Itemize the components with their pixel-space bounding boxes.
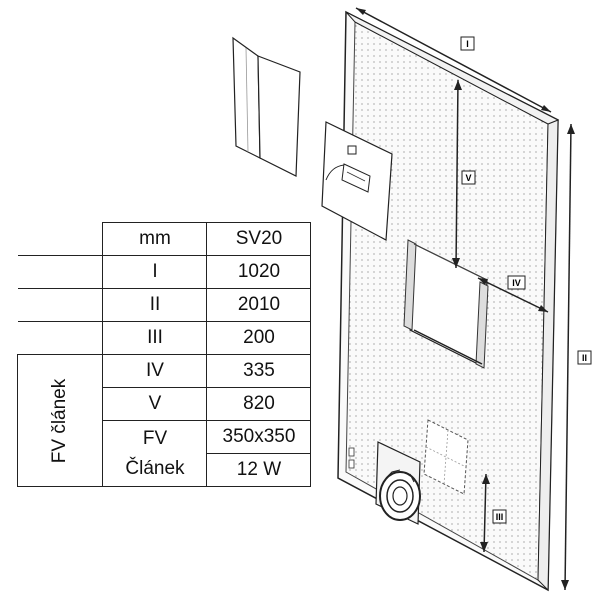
row-label: I xyxy=(102,255,208,289)
table-row: V 820 xyxy=(18,387,312,421)
lower-square xyxy=(423,419,469,495)
empty-corner xyxy=(17,222,104,256)
table-row: I 1020 xyxy=(17,255,312,289)
pv-module xyxy=(321,121,393,241)
fan-unit xyxy=(375,441,421,525)
row-value: 1020 xyxy=(206,255,312,289)
fv-value-line2: 12 W xyxy=(206,453,312,487)
row-label: III xyxy=(102,321,208,355)
label-V: V xyxy=(465,173,471,183)
fv-label-cell: FV Článek xyxy=(102,420,208,487)
table-row: III 200 xyxy=(17,321,312,355)
header-model: SV20 xyxy=(206,222,312,256)
label-IV: IV xyxy=(512,278,521,288)
table-header-row: mm SV20 xyxy=(17,222,312,256)
fv-value-line1: 350x350 xyxy=(206,420,312,454)
row-value: 2010 xyxy=(206,288,312,322)
side-label-cell: FV článek xyxy=(16,354,104,487)
dimension-I: I xyxy=(355,7,552,113)
dimension-V: V xyxy=(452,79,476,269)
specification-table: mm SV20 I 1020 II 2010 III 200 FV článek… xyxy=(16,222,312,487)
empty-side xyxy=(17,255,104,289)
row-label: V xyxy=(102,387,208,421)
dimension-II: II xyxy=(561,123,592,591)
row-value: 200 xyxy=(206,321,312,355)
fv-label-line2: Článek xyxy=(125,457,185,479)
side-label: FV článek xyxy=(49,378,71,463)
dimension-III: III xyxy=(480,473,507,553)
cover-sheet xyxy=(232,36,301,177)
header-unit: mm xyxy=(102,222,208,256)
fv-label-line1: FV xyxy=(142,427,168,449)
table-row: FV článek IV 335 xyxy=(16,354,312,487)
label-I: I xyxy=(466,39,469,49)
vent-opening xyxy=(403,239,489,369)
row-label: IV xyxy=(102,354,208,388)
row-value: 820 xyxy=(206,387,312,421)
row-value: 335 xyxy=(206,354,312,388)
dimension-IV: IV xyxy=(477,275,549,313)
edge-fittings xyxy=(348,447,355,469)
table-row-fv-2: 12 W xyxy=(18,453,312,487)
label-II: II xyxy=(582,353,587,363)
empty-side xyxy=(17,288,104,322)
table-row: II 2010 xyxy=(17,288,312,322)
empty-side xyxy=(17,321,104,355)
label-III: III xyxy=(496,512,504,522)
row-label: II xyxy=(102,288,208,322)
table-row-fv: FV Článek 350x350 xyxy=(18,420,312,487)
